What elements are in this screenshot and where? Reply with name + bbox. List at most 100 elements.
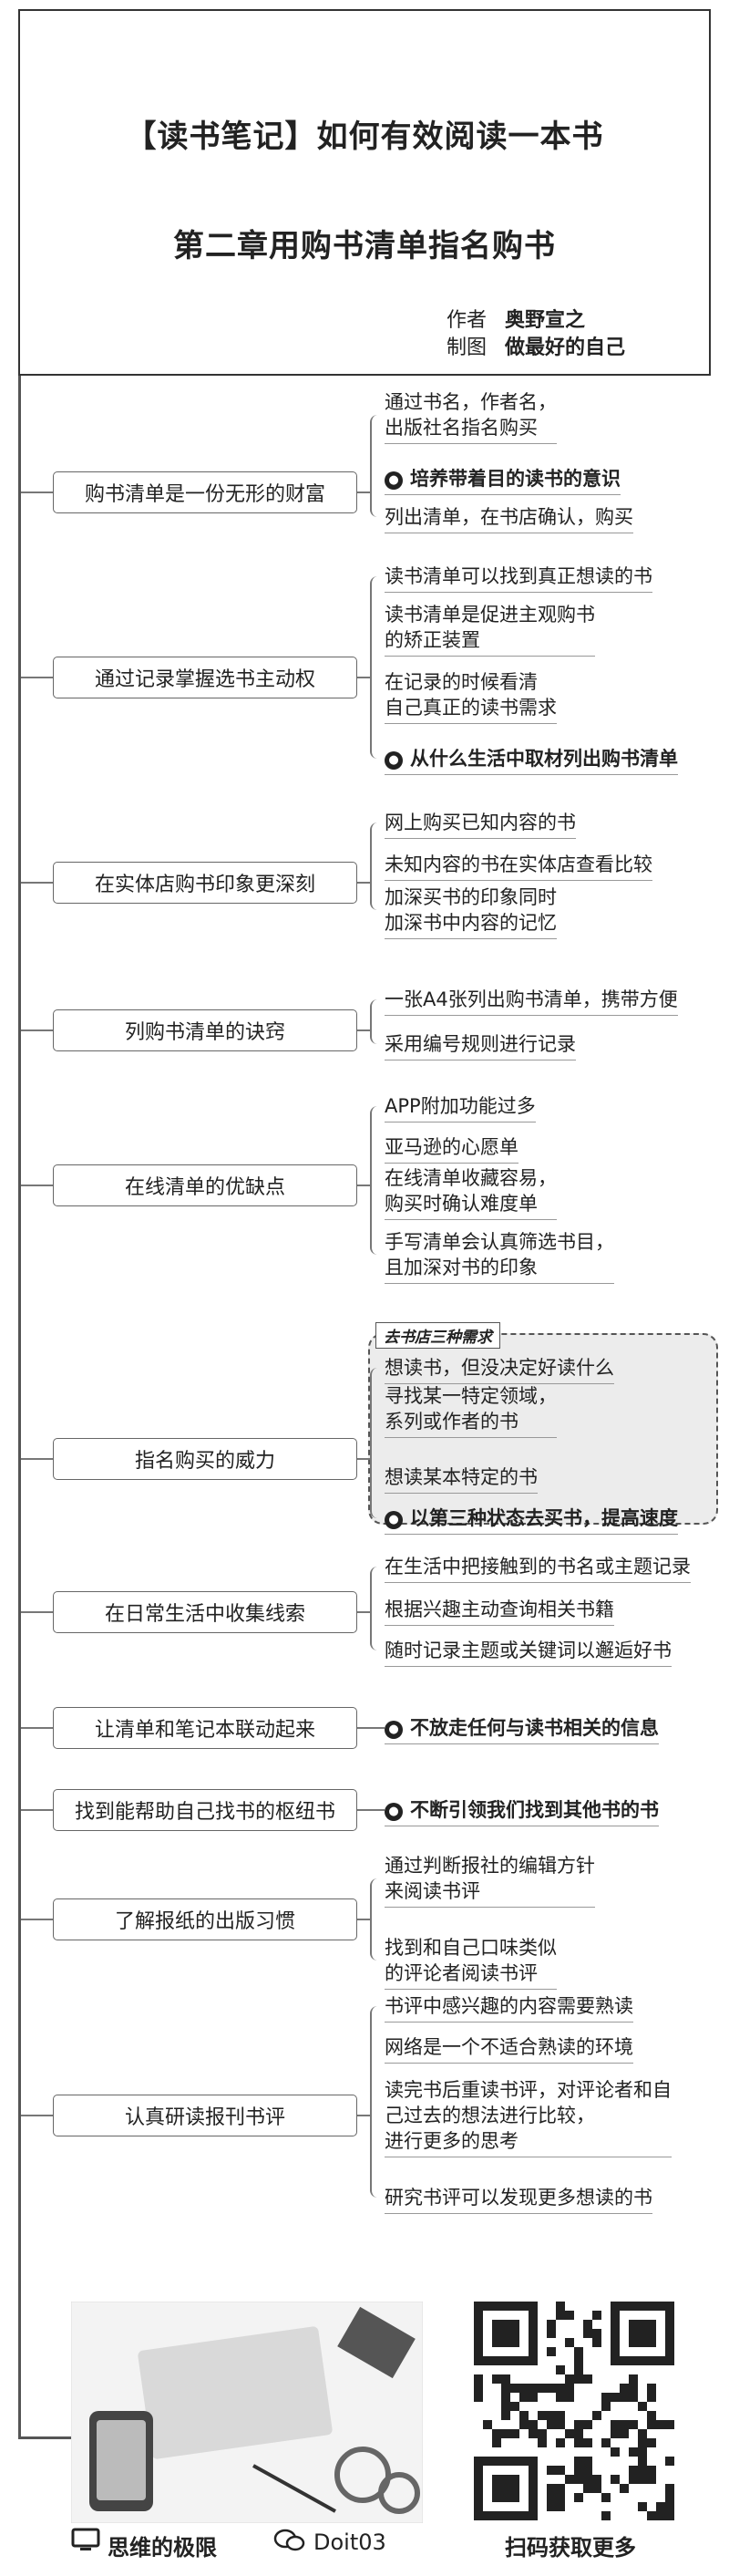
branch-item-text: 根据兴趣主动查询相关书籍 <box>385 1598 614 1620</box>
branch-item: 找到和自己口味类似 的评论者阅读书评 <box>385 1935 557 1990</box>
wechat-id: Doit03 <box>313 2529 386 2555</box>
branch-item-text: 在记录的时候看清 自己真正的读书需求 <box>385 671 557 719</box>
branch-connector <box>357 1458 370 1460</box>
branch-item-text: 书评中感兴趣的内容需要熟读 <box>385 1995 633 2017</box>
branch-item: 通过书名，作者名， 出版社名指名购买 <box>385 389 557 444</box>
topic-box: 列购书清单的诀窍 <box>53 1009 357 1051</box>
branch-bracket <box>370 1567 385 1650</box>
brand-name: 思维的极限 <box>108 2535 217 2560</box>
branch-item: ● 不放走任何与读书相关的信息 <box>385 1715 659 1744</box>
branch-item: 列出清单，在书店确认，购买 <box>385 504 633 533</box>
branch-item-text: 随时记录主题或关键词以邂逅好书 <box>385 1640 672 1661</box>
topic-box: 通过记录掌握选书主动权 <box>53 657 357 698</box>
branch-item: 想读某本特定的书 <box>385 1464 538 1494</box>
branch-item-text: 找到和自己口味类似 的评论者阅读书评 <box>385 1937 557 1984</box>
lightbulb-icon: ● <box>385 471 403 490</box>
topic-connector <box>21 1809 53 1811</box>
chapter-title: 第二章用购书清单指名购书 <box>173 228 556 264</box>
qr-code <box>474 2302 674 2520</box>
qr-caption: 扫码获取更多 <box>505 2535 636 2560</box>
branch-bracket <box>370 1878 385 1960</box>
mindmap-spine-foot <box>18 2436 87 2439</box>
topic-box: 在实体店购书印象更深刻 <box>53 862 357 904</box>
topic-box: 购书清单是一份无形的财富 <box>53 471 357 513</box>
branch-item-text: 采用编号规则进行记录 <box>385 1033 576 1055</box>
topic-box: 认真研读报刊书评 <box>53 2095 357 2136</box>
lightbulb-icon: ● <box>385 1803 403 1821</box>
branch-item: 读完书后重读书评，对评论者和自 己过去的想法进行比较， 进行更多的思考 <box>385 2077 672 2157</box>
topic-connector <box>21 1727 53 1729</box>
branch-item-text: 以第三种状态去买书，提高速度 <box>410 1507 678 1529</box>
lightbulb-icon: ● <box>385 751 403 770</box>
branch-connector <box>370 1809 385 1811</box>
topic-connector <box>21 882 53 884</box>
lightbulb-icon: ● <box>385 1721 403 1739</box>
desk-photo <box>71 2302 423 2523</box>
branch-item: 书评中感兴趣的内容需要熟读 <box>385 1993 633 2023</box>
author-label: 作者 <box>447 309 488 332</box>
branch-item: 未知内容的书在实体店查看比较 <box>385 852 652 881</box>
branch-item: 网络是一个不适合熟读的环境 <box>385 2034 633 2064</box>
topic-box: 找到能帮助自己找书的枢纽书 <box>53 1789 357 1831</box>
branch-item: ● 培养带着目的读书的意识 <box>385 466 621 495</box>
branch-item: ● 从什么生活中取材列出购书清单 <box>385 746 678 775</box>
topic-connector <box>21 1458 53 1460</box>
lightbulb-icon: ● <box>385 1511 403 1529</box>
branch-item-text: 通过判断报社的编辑方针 来阅读书评 <box>385 1855 595 1902</box>
branch-bracket <box>370 822 385 910</box>
branch-item: 加深买书的印象同时 加深书中内容的记忆 <box>385 885 557 939</box>
branch-item: APP附加功能过多 <box>385 1093 536 1122</box>
branch-item: 亚马逊的心愿单 <box>385 1134 519 1164</box>
maker-label: 制图 <box>447 336 488 359</box>
branch-item: 根据兴趣主动查询相关书籍 <box>385 1597 614 1626</box>
author-name: 奥野宣之 <box>505 309 586 332</box>
branch-item-text: 一张A4张列出购书清单，携带方便 <box>385 988 678 1010</box>
wechat-icon <box>273 2528 305 2553</box>
branch-item-text: 研究书评可以发现更多想读的书 <box>385 2187 652 2209</box>
branch-item: 随时记录主题或关键词以邂逅好书 <box>385 1638 672 1667</box>
branch-bracket <box>370 2006 385 2198</box>
branch-item-text: 培养带着目的读书的意识 <box>410 468 621 490</box>
branch-item: 通过判断报社的编辑方针 来阅读书评 <box>385 1853 595 1908</box>
branch-item: ● 以第三种状态去买书，提高速度 <box>385 1505 678 1535</box>
branch-item-text: 不断引领我们找到其他书的书 <box>410 1799 659 1821</box>
branch-connector <box>357 2115 370 2116</box>
branch-item-text: 加深买书的印象同时 加深书中内容的记忆 <box>385 886 557 934</box>
topic-connector <box>21 1029 53 1031</box>
branch-item: 研究书评可以发现更多想读的书 <box>385 2185 652 2214</box>
branch-item-text: 列出清单，在书店确认，购买 <box>385 506 633 528</box>
branch-item: 网上购买已知内容的书 <box>385 810 576 839</box>
branch-bracket <box>370 1368 385 1518</box>
topic-connector <box>21 2115 53 2116</box>
branch-connector <box>357 1727 370 1729</box>
topic-connector <box>21 1611 53 1613</box>
branch-item: 在记录的时候看清 自己真正的读书需求 <box>385 669 557 724</box>
branch-item-text: 读书清单可以找到真正想读的书 <box>385 565 652 587</box>
branch-connector <box>357 1611 370 1613</box>
branch-item-text: 通过书名，作者名， 出版社名指名购买 <box>385 391 557 439</box>
header-card: 【读书笔记】如何有效阅读一本书 第二章用购书清单指名购书 作者奥野宣之 制图做最… <box>18 9 711 376</box>
branch-item-text: 不放走任何与读书相关的信息 <box>410 1717 659 1739</box>
branch-item-text: 读完书后重读书评，对评论者和自 己过去的想法进行比较， 进行更多的思考 <box>385 2079 672 2152</box>
branch-item-text: 亚马逊的心愿单 <box>385 1136 519 1158</box>
branch-item: 在线清单收藏容易， 购买时确认难度单 <box>385 1165 557 1220</box>
branch-item: 读书清单可以找到真正想读的书 <box>385 564 652 593</box>
branch-connector <box>357 1029 370 1031</box>
branch-item-text: 在线清单收藏容易， 购买时确认难度单 <box>385 1167 557 1215</box>
topic-box: 在日常生活中收集线索 <box>53 1591 357 1633</box>
branch-item: 寻找某一特定领域， 系列或作者的书 <box>385 1383 557 1438</box>
branch-connector <box>370 1727 385 1729</box>
page-title: 【读书笔记】如何有效阅读一本书 <box>125 119 604 155</box>
branch-item-text: 网络是一个不适合熟读的环境 <box>385 2036 633 2058</box>
branch-connector <box>357 491 370 493</box>
branch-item-text: 寻找某一特定领域， 系列或作者的书 <box>385 1385 557 1433</box>
branch-item: ● 不断引领我们找到其他书的书 <box>385 1797 659 1826</box>
branch-bracket <box>370 576 385 759</box>
computer-icon <box>71 2528 100 2553</box>
branch-item-text: 读书清单是促进主观购书 的矫正装置 <box>385 604 595 651</box>
topic-connector <box>21 1185 53 1186</box>
branch-connector <box>357 1809 370 1811</box>
branch-item-text: 从什么生活中取材列出购书清单 <box>410 748 678 770</box>
mindmap-spine <box>18 376 21 2438</box>
topic-box: 了解报纸的出版习惯 <box>53 1898 357 1940</box>
